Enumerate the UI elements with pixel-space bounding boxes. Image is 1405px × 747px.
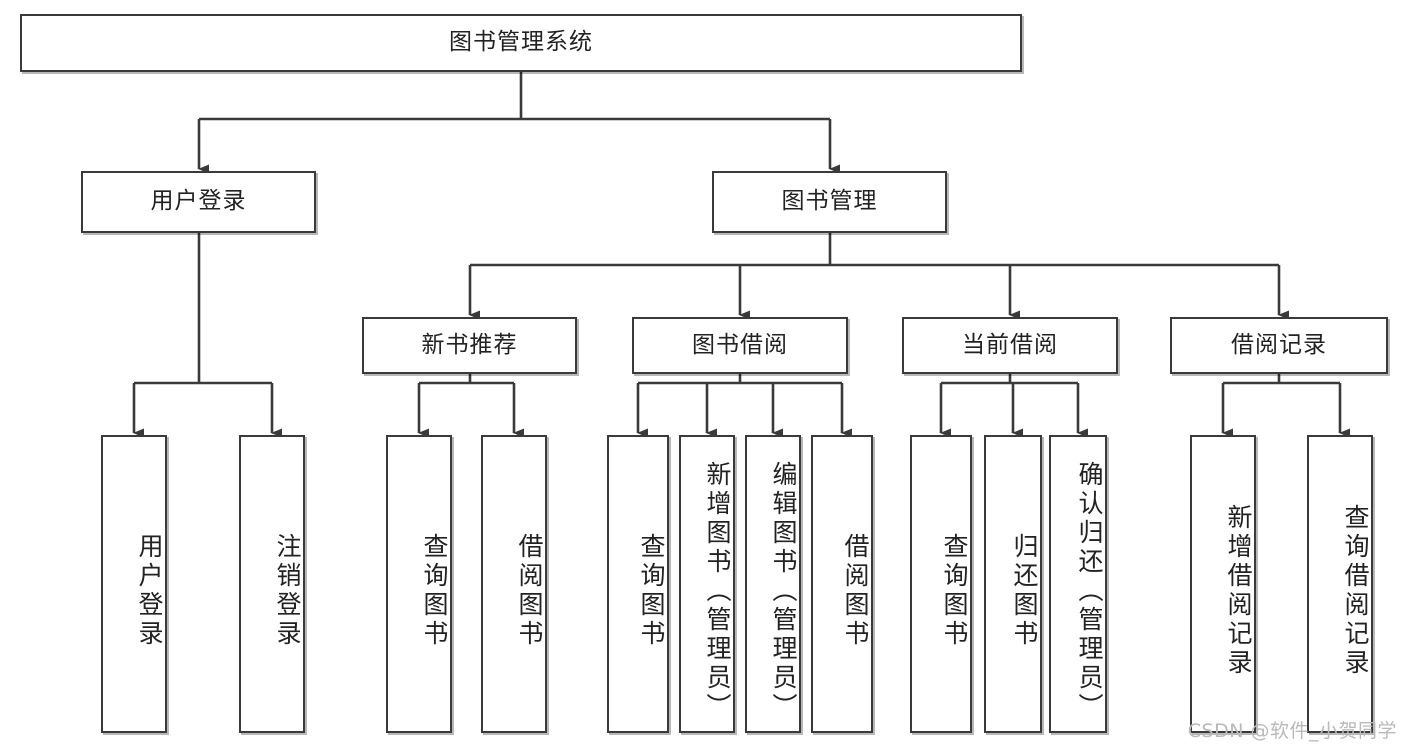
node-label: 确认归还（管理员） (1075, 460, 1104, 722)
node-leaf-11[interactable]: 确认归还（管理员） (1049, 435, 1107, 733)
node-label: 借阅记录 (1231, 331, 1327, 358)
node-label: 编辑图书（管理员） (769, 460, 798, 722)
node-label: 图书管理 (781, 188, 878, 215)
node-cur-borrow[interactable]: 当前借阅 (902, 317, 1118, 374)
node-label: 新增借阅记录 (1224, 504, 1253, 678)
node-label: 用户登录 (135, 533, 164, 649)
node-user-login[interactable]: 用户登录 (81, 171, 316, 233)
node-label: 借阅图书 (515, 533, 544, 649)
node-label: 注销登录 (273, 533, 302, 649)
node-book-borrow[interactable]: 图书借阅 (632, 317, 848, 374)
node-leaf-7[interactable]: 编辑图书（管理员） (745, 435, 801, 733)
node-root[interactable]: 图书管理系统 (20, 14, 1022, 72)
node-leaf-3[interactable]: 查询图书 (386, 435, 452, 733)
watermark-text: CSDN @软件_小贺同学 (1187, 720, 1397, 742)
node-new-book[interactable]: 新书推荐 (362, 317, 577, 374)
node-leaf-12[interactable]: 新增借阅记录 (1190, 435, 1256, 733)
node-label: 查询图书 (420, 533, 449, 649)
node-leaf-4[interactable]: 借阅图书 (481, 435, 547, 733)
node-leaf-6[interactable]: 新增图书（管理员） (679, 435, 735, 733)
node-label: 查询图书 (637, 533, 666, 649)
node-leaf-5[interactable]: 查询图书 (607, 435, 669, 733)
node-label: 归还图书 (1010, 533, 1039, 649)
node-borrow-log[interactable]: 借阅记录 (1170, 317, 1388, 374)
node-label: 当前借阅 (962, 331, 1058, 358)
node-label: 图书借阅 (692, 331, 788, 358)
node-leaf-10[interactable]: 归还图书 (984, 435, 1042, 733)
node-label: 新书推荐 (421, 331, 518, 358)
node-book-mgmt[interactable]: 图书管理 (712, 171, 947, 233)
node-leaf-2[interactable]: 注销登录 (239, 435, 305, 733)
node-label: 新增图书（管理员） (703, 460, 732, 722)
node-leaf-1[interactable]: 用户登录 (101, 435, 167, 733)
node-leaf-8[interactable]: 借阅图书 (811, 435, 873, 733)
node-label: 查询借阅记录 (1341, 504, 1370, 678)
node-label: 图书管理系统 (449, 29, 593, 56)
node-label: 用户登录 (150, 188, 247, 215)
node-label: 查询图书 (940, 533, 969, 649)
node-leaf-9[interactable]: 查询图书 (910, 435, 972, 733)
edge-group (132, 72, 1350, 438)
node-label: 借阅图书 (841, 533, 870, 649)
node-leaf-13[interactable]: 查询借阅记录 (1307, 435, 1373, 733)
